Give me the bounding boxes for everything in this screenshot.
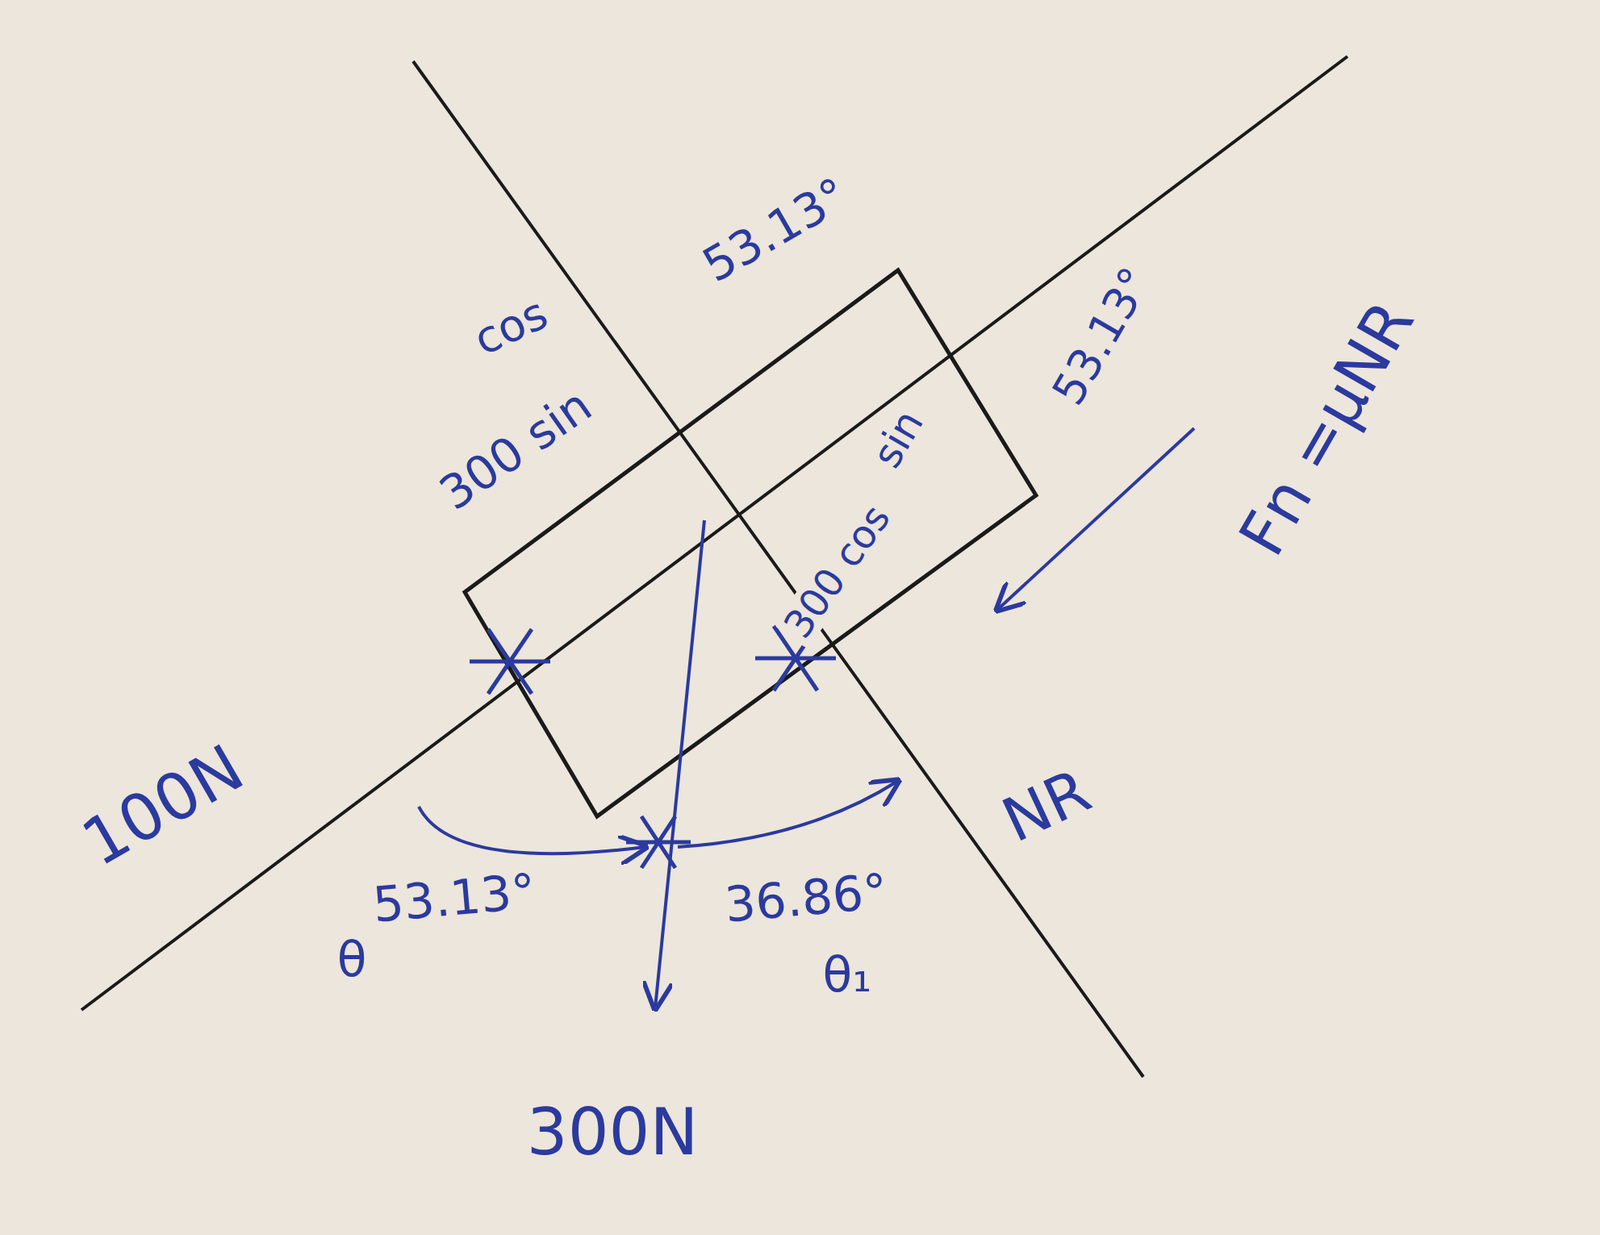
angle-symbol: θ₁ xyxy=(818,948,878,1001)
angle-arc xyxy=(677,781,899,848)
force-label: 100N xyxy=(67,731,259,881)
force-label: 300N xyxy=(522,1098,704,1167)
formula-text: sin xyxy=(862,398,935,479)
angle-text: 36.86° xyxy=(718,864,895,932)
force-label: Fn =μNR xyxy=(1225,286,1428,571)
weight-arrow xyxy=(655,520,705,1009)
angle-symbol: θ xyxy=(332,933,372,986)
incline-line xyxy=(81,56,1348,1011)
force-label: NR xyxy=(989,756,1104,856)
formula-text: 300 cos xyxy=(772,492,900,649)
friction-arrow xyxy=(997,428,1195,610)
normal-line xyxy=(413,61,1144,1078)
formula-text: cos xyxy=(462,287,560,367)
angle-text: 53.13° xyxy=(366,864,544,932)
asterisk-marks xyxy=(469,626,836,869)
formula-text: 300 sin xyxy=(426,376,604,522)
angle-arc xyxy=(418,806,646,854)
block xyxy=(464,270,1037,817)
angle-text: 53.13° xyxy=(690,166,861,293)
angle-text: 53.13° xyxy=(1041,255,1163,418)
